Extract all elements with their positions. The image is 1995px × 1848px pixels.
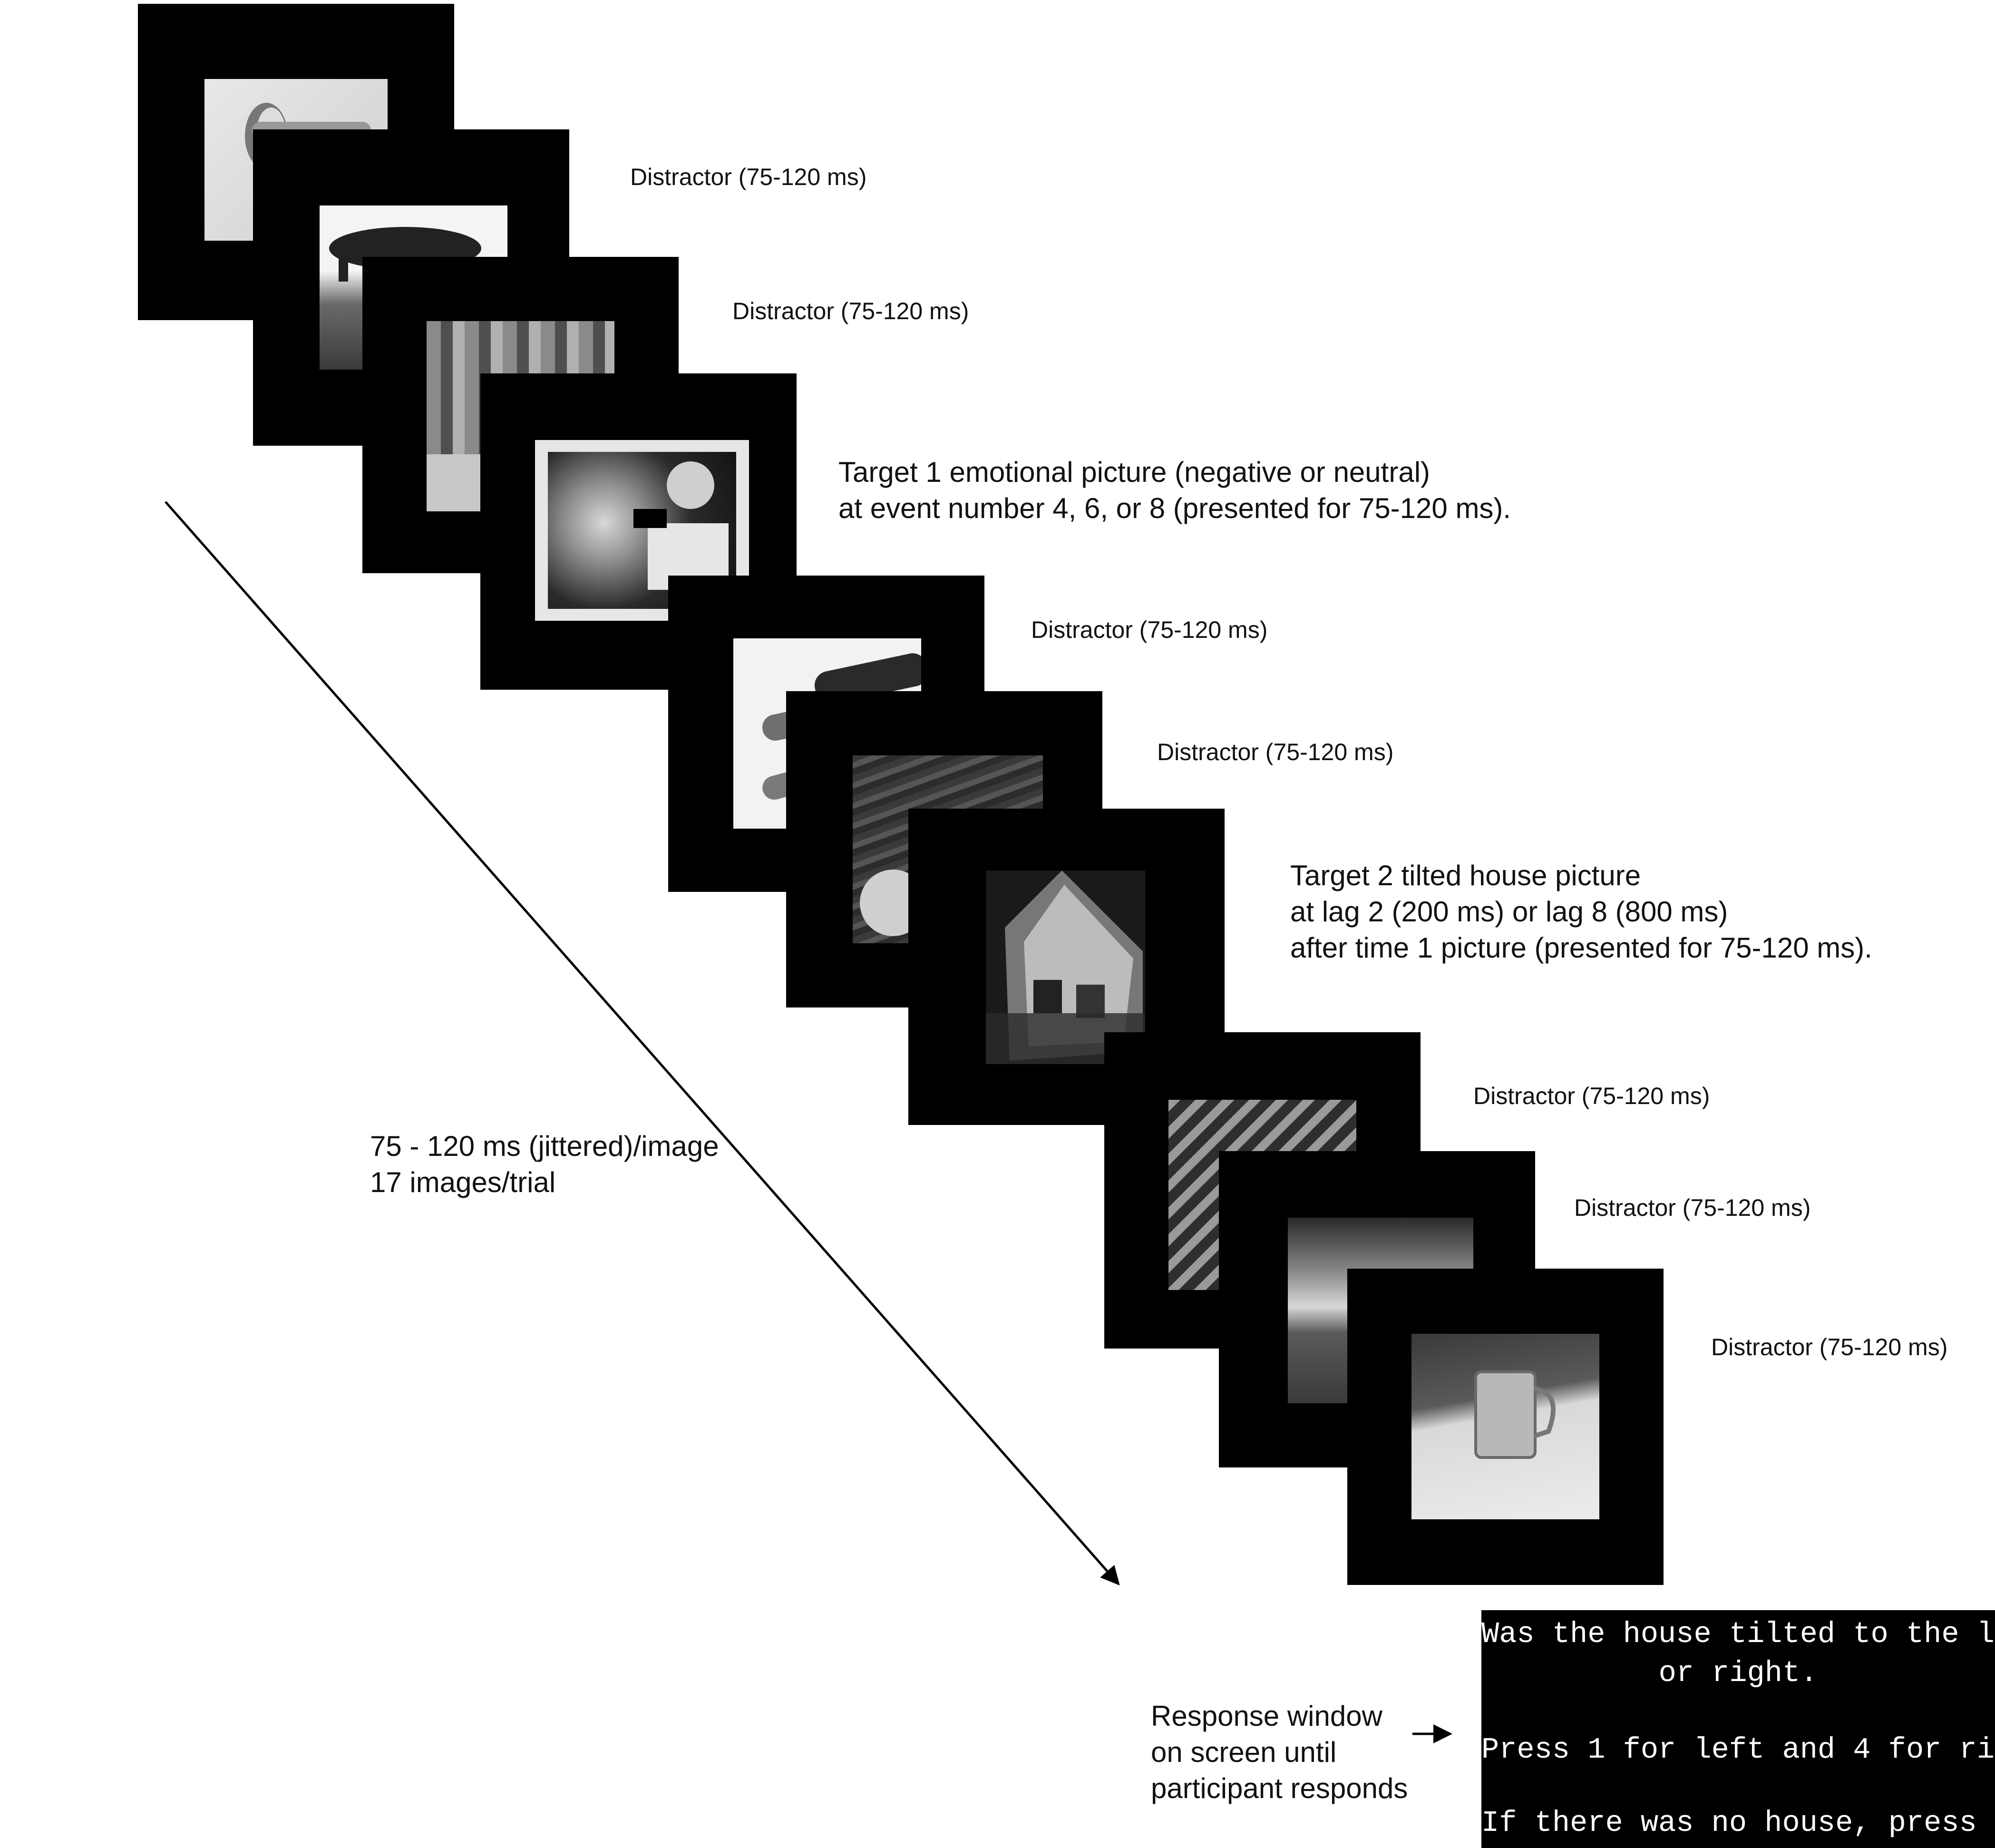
- stimulus-frame-10: [1347, 1269, 1664, 1585]
- distractor-label-7: Distractor (75-120 ms): [1711, 1334, 1948, 1360]
- time-axis-line: [165, 501, 1120, 1586]
- distractor-label-1: Distractor (75-120 ms): [630, 164, 867, 190]
- response-window-line-1: Response window: [1151, 1700, 1382, 1732]
- response-question-line-1: Was the house tilted to the left: [1481, 1617, 1995, 1651]
- response-instruction-line: Press 1 for left and 4 for right: [1481, 1733, 1995, 1767]
- response-window-line-3: participant responds: [1151, 1772, 1408, 1804]
- target-1-line-1: Target 1 emotional picture (negative or …: [838, 456, 1431, 488]
- glass-mug-photo: [1411, 1334, 1599, 1519]
- distractor-label-3: Distractor (75-120 ms): [1031, 616, 1268, 643]
- distractor-label-4: Distractor (75-120 ms): [1157, 739, 1394, 765]
- timing-label: 75 - 120 ms (jittered)/image 17 images/t…: [370, 1128, 719, 1201]
- distractor-label-6: Distractor (75-120 ms): [1574, 1194, 1811, 1221]
- response-question-line-2: or right.: [1658, 1656, 1818, 1690]
- target-2-line-2: at lag 2 (200 ms) or lag 8 (800 ms): [1290, 896, 1728, 928]
- response-screen: Was the house tilted to the left or righ…: [1481, 1610, 1995, 1848]
- timing-line-1: 75 - 120 ms (jittered)/image: [370, 1130, 719, 1162]
- target-1-label: Target 1 emotional picture (negative or …: [838, 454, 1511, 527]
- response-window-line-2: on screen until: [1151, 1736, 1337, 1768]
- response-no-house-line: If there was no house, press 3: [1481, 1806, 1995, 1840]
- target-1-line-2: at event number 4, 6, or 8 (presented fo…: [838, 492, 1511, 524]
- distractor-label-2: Distractor (75-120 ms): [732, 298, 969, 324]
- target-2-line-3: after time 1 picture (presented for 75-1…: [1290, 932, 1872, 964]
- timing-line-2: 17 images/trial: [370, 1166, 556, 1198]
- target-2-line-1: Target 2 tilted house picture: [1290, 860, 1641, 891]
- target-2-label: Target 2 tilted house picture at lag 2 (…: [1290, 858, 1872, 966]
- distractor-label-5: Distractor (75-120 ms): [1473, 1083, 1710, 1109]
- response-window-label: Response window on screen until particip…: [1151, 1698, 1408, 1807]
